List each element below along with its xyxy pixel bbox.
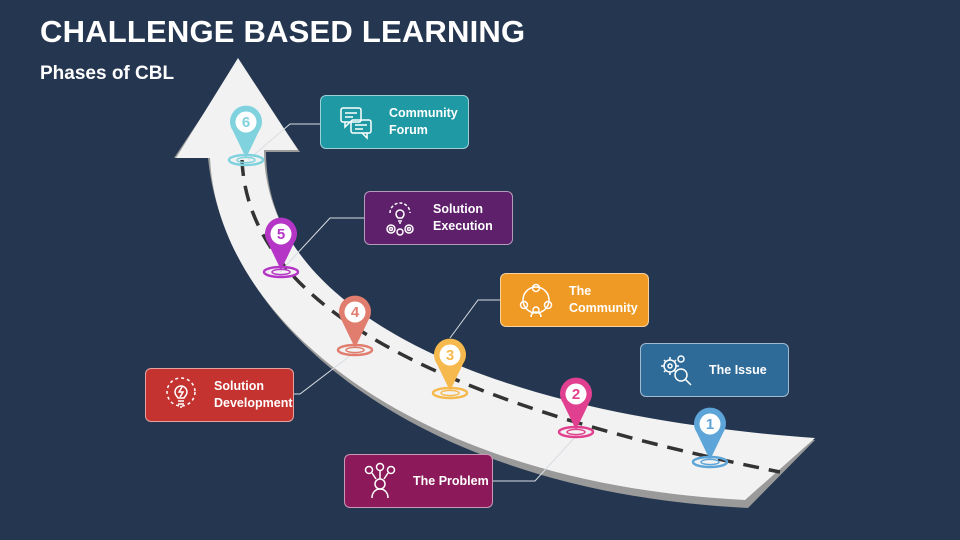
pin-6: 6 <box>227 105 265 167</box>
pin-number: 2 <box>572 386 580 403</box>
pin-number: 5 <box>277 226 285 243</box>
pin-center <box>235 111 257 133</box>
pin-5: 5 <box>262 217 300 279</box>
connector-4 <box>292 351 356 395</box>
page-subtitle: Phases of CBL <box>40 63 175 84</box>
phase-label: Solution Development <box>214 379 293 410</box>
lightbulb-icon <box>166 377 196 408</box>
person-ideas-icon <box>364 462 396 499</box>
connector-3 <box>449 299 502 339</box>
location-pins: 1 2 3 4 5 6 <box>227 105 729 469</box>
chat-bubbles-icon <box>340 107 372 140</box>
phase-label: The Issue <box>709 362 767 377</box>
pin-center <box>565 383 587 405</box>
road-center-line <box>240 159 781 474</box>
pin-1: 1 <box>691 407 729 469</box>
connector-2 <box>492 435 577 482</box>
page-title: CHALLENGE BASED LEARNING <box>40 14 526 49</box>
pin-2: 2 <box>557 377 595 439</box>
connector-5 <box>279 217 366 273</box>
connector-6 <box>247 123 322 161</box>
phase-card-solution-execution: Solution Execution <box>364 191 513 245</box>
pin-center <box>699 413 721 435</box>
pin-number: 1 <box>706 416 714 433</box>
gears-magnifier-icon <box>661 355 692 386</box>
pin-number: 3 <box>446 347 454 364</box>
pin-number: 6 <box>242 114 250 131</box>
phase-card-solution-development: Solution Development <box>145 368 294 422</box>
pin-4: 4 <box>336 295 374 357</box>
phase-card-the-issue: The Issue <box>640 343 789 397</box>
pin-center <box>270 223 292 245</box>
phase-card-the-problem: The Problem <box>344 454 493 508</box>
phase-label: The Problem <box>413 473 489 488</box>
pin-number: 4 <box>351 304 360 321</box>
phase-label: Solution Execution <box>433 202 493 233</box>
connector-lines <box>247 123 577 482</box>
phase-card-community-forum: Community Forum <box>320 95 469 149</box>
pin-center <box>439 344 461 366</box>
road-surface <box>176 58 815 500</box>
pin-3: 3 <box>431 338 469 400</box>
phase-card-the-community: The Community <box>500 273 649 327</box>
phase-label: Community Forum <box>389 106 458 137</box>
phase-label: The Community <box>569 284 638 315</box>
people-circle-icon <box>519 283 553 318</box>
bulb-gears-icon <box>386 202 414 236</box>
pin-center <box>344 301 366 323</box>
